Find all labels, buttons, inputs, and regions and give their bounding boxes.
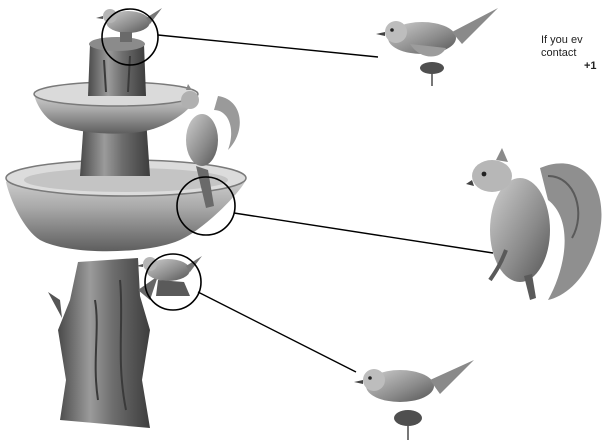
detail-squirrel	[466, 148, 601, 300]
leader-line-base-bird	[198, 292, 356, 372]
mounted-bird-top	[96, 8, 162, 42]
contact-note-line-2: contact	[541, 47, 576, 60]
detail-bird-top	[376, 8, 498, 86]
fountain	[6, 37, 246, 428]
detail-bird-bottom	[354, 360, 474, 440]
contact-note-phone: +1	[584, 60, 597, 73]
fountain-top-stump	[88, 44, 146, 96]
contact-note-line-1: If you ev	[541, 34, 583, 47]
leader-line-squirrel	[234, 213, 493, 253]
leader-line-top-bird	[158, 35, 378, 57]
fountain-base-root	[48, 292, 62, 318]
fountain-base-branch	[138, 276, 158, 300]
fountain-base-trunk	[58, 258, 150, 428]
